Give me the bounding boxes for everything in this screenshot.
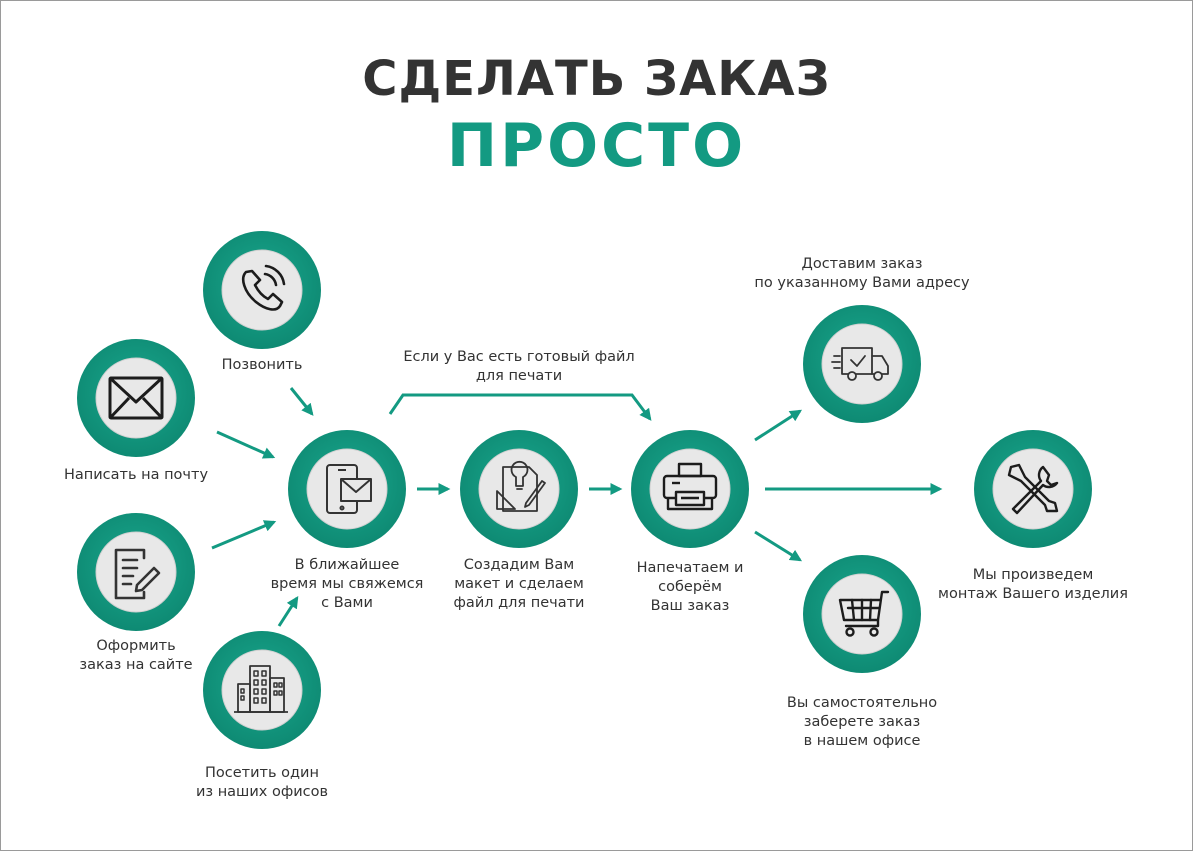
arrow-print-to-delivery (754, 409, 803, 442)
node-pickup (803, 555, 921, 673)
tools-icon (1007, 463, 1059, 515)
delivery-truck-icon (831, 347, 889, 381)
label-email: Написать на почту (63, 467, 209, 483)
arrow-email-to-contact (216, 430, 276, 459)
title-main: СДЕЛАТЬ ЗАКАЗ (362, 51, 831, 107)
label-shortcut: Если у Вас есть готовый файл для печати (403, 349, 635, 384)
document-edit-icon (114, 548, 161, 600)
label-pickup: Вы самостоятельно заберете заказ в нашем… (786, 695, 938, 749)
printer-icon (662, 462, 718, 511)
label-office: Посетить один из наших офисов (195, 765, 329, 800)
label-design: Создадим Вам макет и сделаем файл для пе… (453, 557, 585, 611)
title-accent: ПРОСТО (446, 111, 747, 181)
node-contact (288, 430, 406, 548)
label-call: Позвонить (221, 357, 303, 373)
arrow-print-to-pickup (754, 530, 803, 562)
node-print (631, 430, 749, 548)
node-install (974, 430, 1092, 548)
label-print: Напечатаем и соберём Ваш заказ (636, 560, 744, 614)
node-call (203, 231, 321, 349)
phone-icon (242, 264, 286, 311)
tablet-mail-icon (326, 464, 372, 514)
label-contact: В ближайшее время мы свяжемся с Вами (270, 557, 424, 611)
arrow-office-to-contact (277, 595, 299, 627)
label-install: Мы произведем монтаж Вашего изделия (938, 567, 1128, 602)
shopping-cart-icon (838, 590, 890, 637)
label-delivery: Доставим заказ по указанному Вами адресу (754, 256, 970, 291)
arrow-call-to-contact (289, 387, 314, 416)
node-delivery (803, 305, 921, 423)
node-website (77, 513, 195, 631)
design-idea-icon (496, 460, 546, 512)
office-building-icon (234, 665, 288, 713)
label-website: Оформить заказ на сайте (79, 638, 193, 673)
arrow-website-to-contact (211, 520, 277, 550)
node-design (460, 430, 578, 548)
arrow-shortcut-to-print (388, 393, 652, 421)
node-office (203, 631, 321, 749)
envelope-icon (108, 376, 164, 420)
arrows (211, 387, 943, 627)
node-email (77, 339, 195, 457)
